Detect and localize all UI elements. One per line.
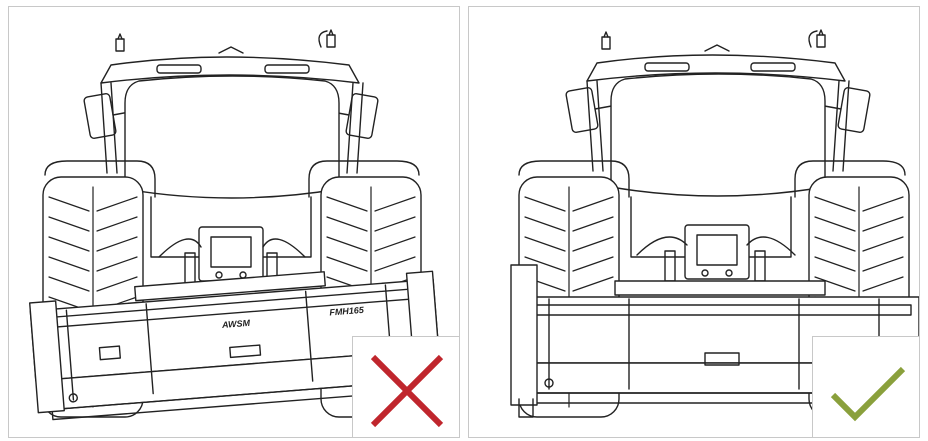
- tractor-illustration-tilted: AWSM FMH165: [28, 29, 442, 421]
- cross-icon: [370, 354, 444, 428]
- status-badge-correct: [812, 336, 919, 437]
- checkmark-icon: [830, 366, 906, 422]
- correct-mounting-panel: [468, 6, 920, 438]
- incorrect-mounting-panel: AWSM FMH165: [8, 6, 460, 438]
- status-badge-incorrect: [352, 336, 459, 437]
- implement-brand-label: AWSM: [221, 318, 251, 330]
- implement-model-label: FMH165: [329, 305, 365, 318]
